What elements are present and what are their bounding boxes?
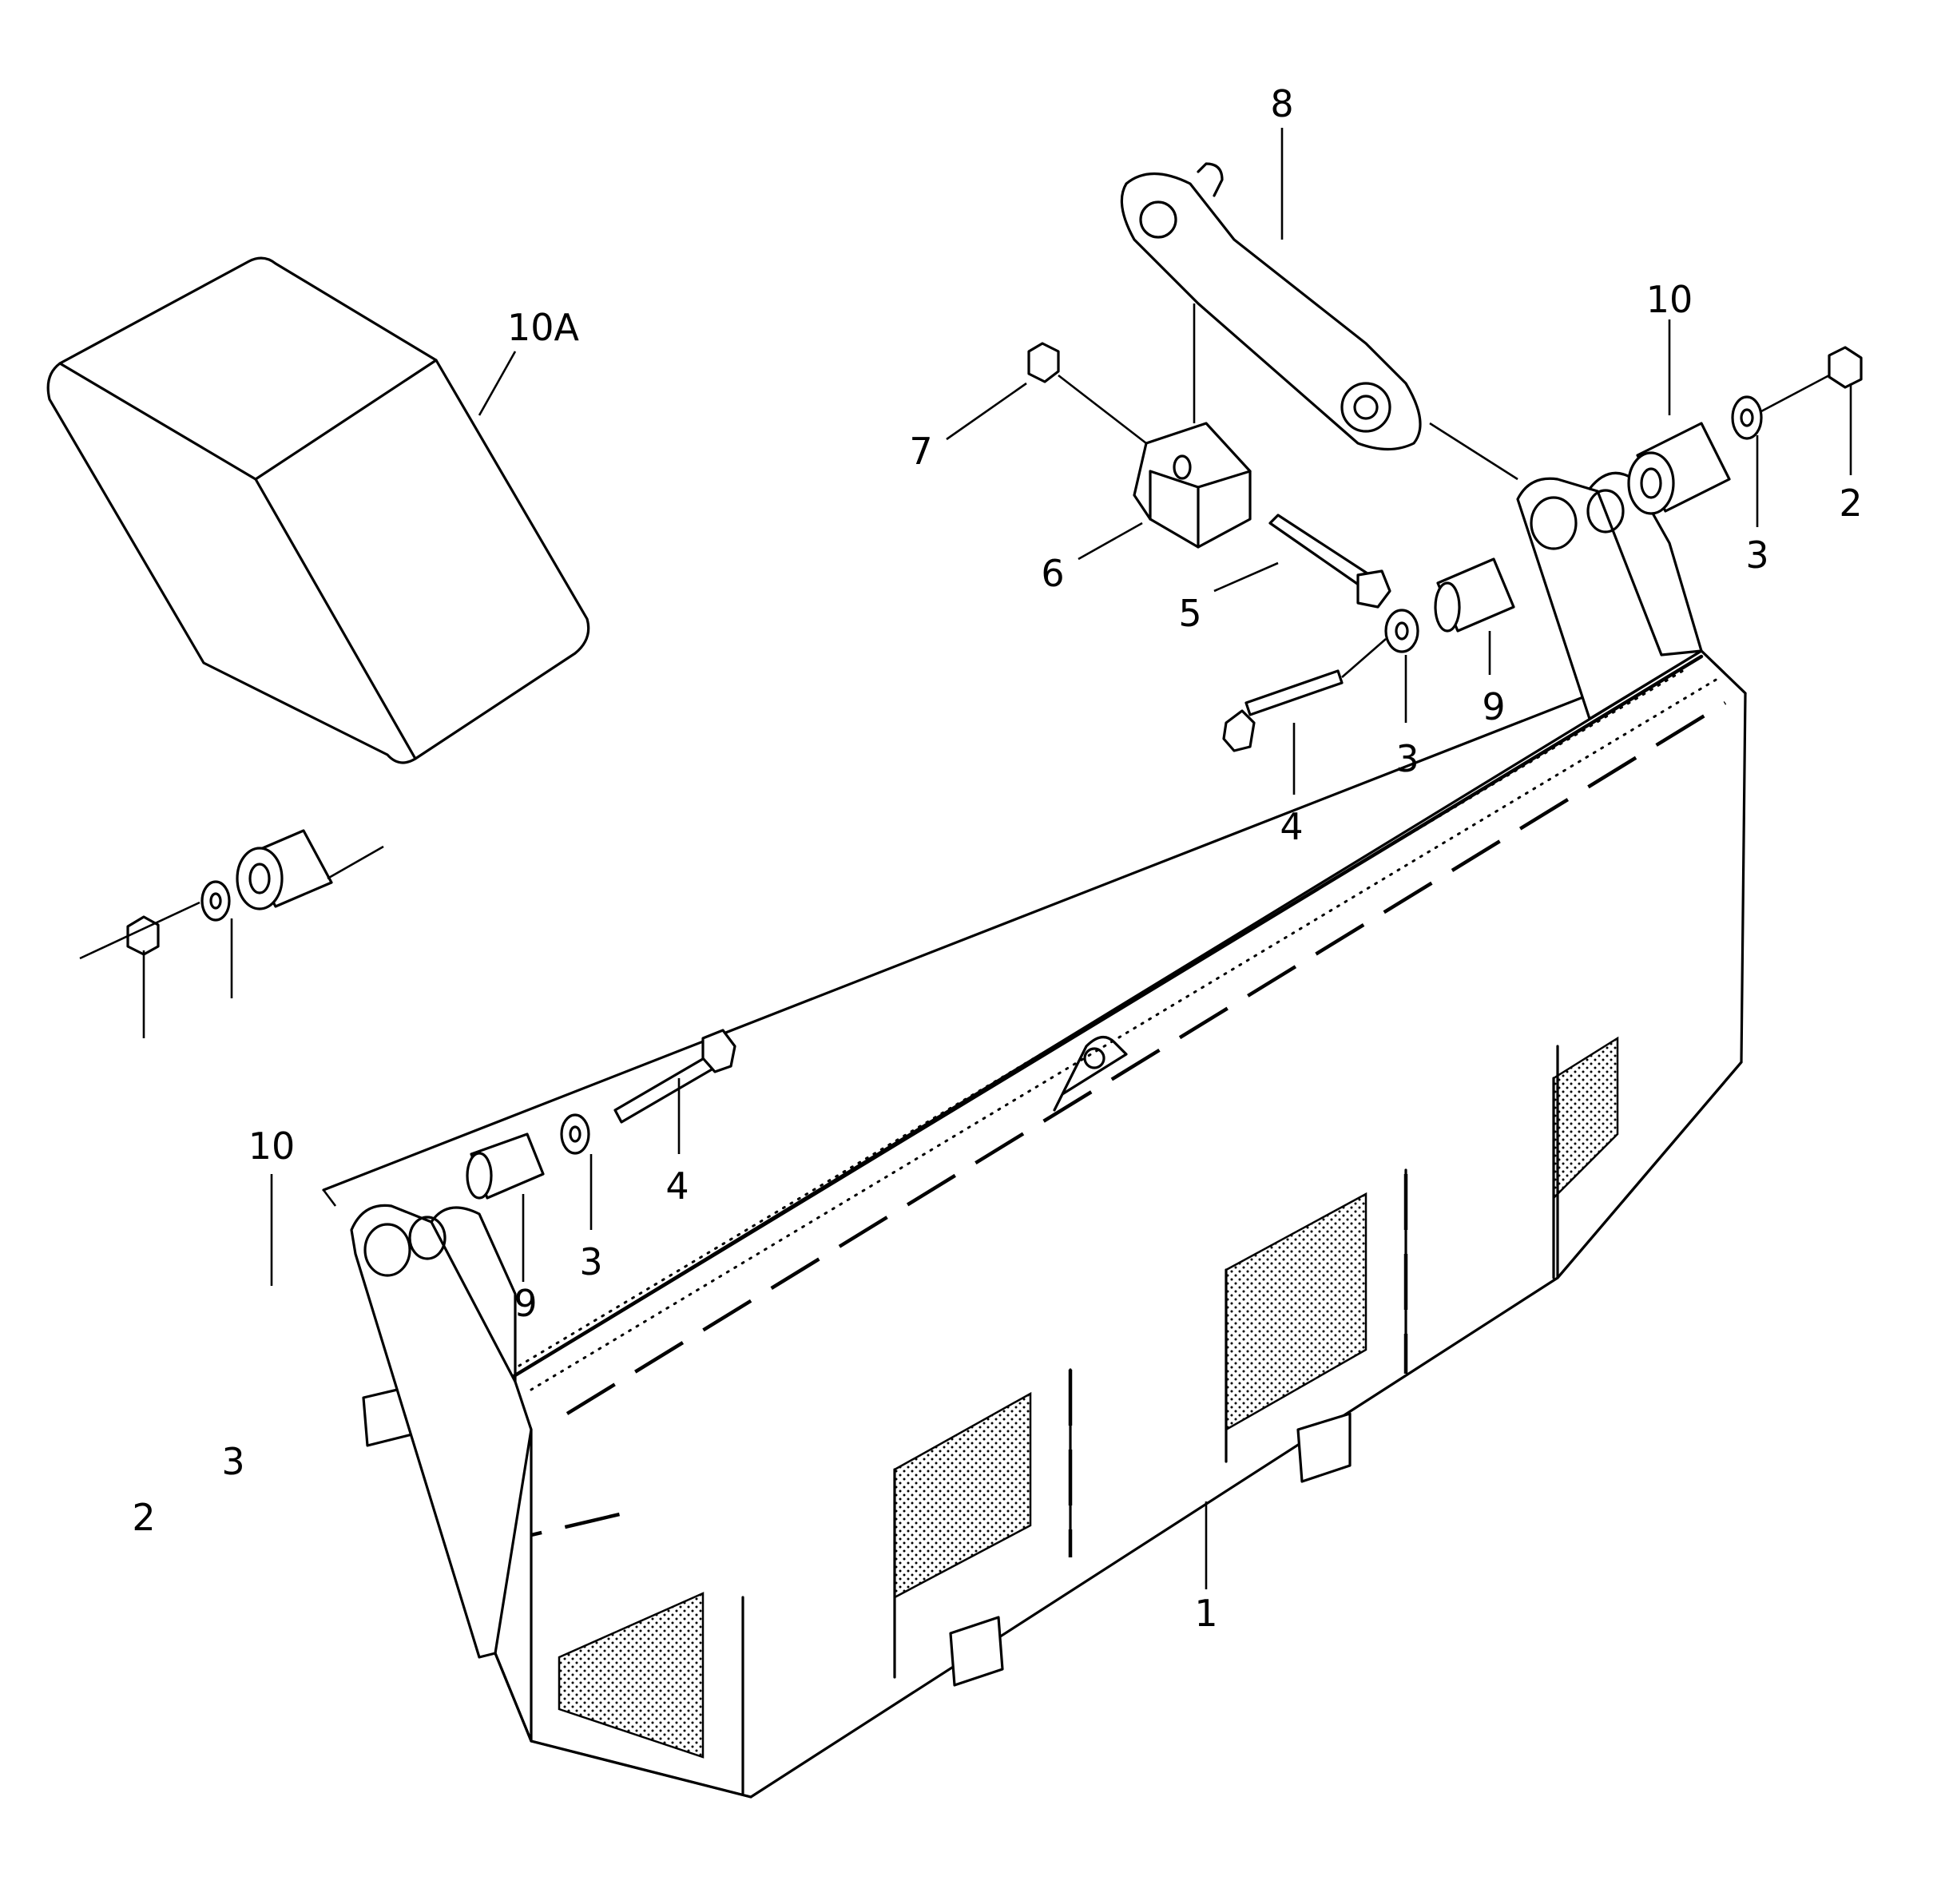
bolt-4-left: [613, 1029, 736, 1124]
bushing-10-left: [236, 829, 333, 910]
nut-7: [1027, 342, 1060, 383]
callout-9-left: 9: [514, 1282, 538, 1325]
callout-8: 8: [1270, 82, 1294, 125]
callout-5: 5: [1178, 592, 1202, 635]
foam-block-10a: [46, 256, 590, 764]
callout-6: 6: [1041, 552, 1065, 595]
bushing-10-right: [1627, 422, 1731, 515]
bolt-4-right: [1222, 669, 1344, 752]
bolt-5: [1268, 514, 1391, 609]
callout-4-right: 4: [1280, 805, 1304, 848]
axis-left-pivot: [79, 901, 200, 960]
callout-4-left: 4: [665, 1164, 689, 1208]
callout-10-right: 10: [1645, 278, 1693, 321]
axis-right-pivot: [1760, 374, 1830, 413]
washer-3-left-upper: [560, 1113, 590, 1155]
callout-3-left-upper: 3: [579, 1240, 603, 1283]
callout-leaders: [142, 128, 1852, 1589]
callout-3-center: 3: [1395, 737, 1419, 780]
bracket-6: [1133, 422, 1252, 549]
axis-nut-7-to-bracket: [1058, 374, 1147, 445]
frame-corner-lead: [322, 1189, 337, 1207]
callout-9-right: 9: [1482, 685, 1506, 728]
axis-bolt-4-right: [1341, 638, 1387, 678]
callout-3-right: 3: [1745, 534, 1769, 577]
washer-3-right: [1731, 395, 1763, 440]
axis-link-arm: [1429, 422, 1518, 481]
frame-assembly-1: [322, 471, 1747, 1799]
callout-2-left: 2: [132, 1496, 156, 1539]
link-arm-8: [1120, 162, 1422, 451]
callout-3-left-lower: 3: [221, 1440, 245, 1483]
callout-2-right: 2: [1839, 482, 1863, 525]
axis-left-pivot-2: [327, 845, 384, 880]
spacer-9-left: [466, 1132, 545, 1200]
nut-2-left: [126, 915, 160, 956]
spacer-9-right: [1434, 557, 1515, 633]
callout-1: 1: [1194, 1592, 1218, 1635]
nut-2-right: [1828, 346, 1863, 389]
callout-10a: 10A: [506, 306, 580, 349]
callout-7: 7: [909, 430, 933, 473]
washer-3-center: [1384, 609, 1419, 653]
washer-3-left: [200, 880, 231, 922]
callout-10-left: 10: [248, 1125, 296, 1168]
